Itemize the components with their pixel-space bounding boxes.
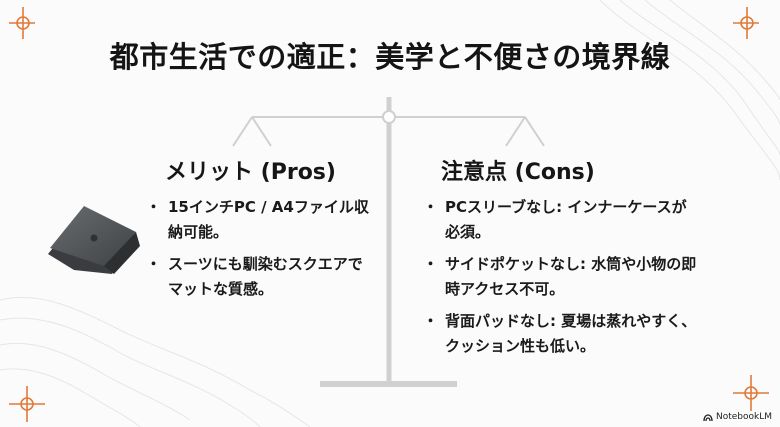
- pros-heading: メリット (Pros): [165, 160, 336, 185]
- brand-label: NotebookLM: [715, 412, 772, 422]
- slide-title: 都市生活での適正：美学と不便さの境界線: [109, 40, 671, 74]
- cons-heading: 注意点 (Cons): [441, 160, 595, 185]
- pros-item: スーツにも馴染むスクエアでマットな質感。: [146, 252, 377, 302]
- notebooklm-brand: NotebookLM: [703, 412, 772, 422]
- crosshair-icon: [9, 386, 45, 422]
- notebooklm-logo-icon: [703, 414, 713, 421]
- laptop-icon: [48, 206, 140, 274]
- cons-item: サイドポケットなし: 水筒や小物の即時アクセス不可。: [423, 252, 699, 302]
- pros-list: 15インチPC / A4ファイル収納可能。 スーツにも馴染むスクエアでマットな質…: [146, 195, 377, 309]
- crosshair-icon: [733, 375, 769, 411]
- pros-item: 15インチPC / A4ファイル収納可能。: [146, 195, 377, 245]
- crosshair-icon: [733, 7, 759, 39]
- crosshair-icon: [9, 7, 35, 39]
- cons-item: 背面パッドなし: 夏場は蒸れやすく、クッション性も低い。: [423, 309, 699, 359]
- cons-list: PCスリーブなし: インナーケースが必須。 サイドポケットなし: 水筒や小物の即…: [423, 195, 699, 366]
- cons-item: PCスリーブなし: インナーケースが必須。: [423, 195, 699, 245]
